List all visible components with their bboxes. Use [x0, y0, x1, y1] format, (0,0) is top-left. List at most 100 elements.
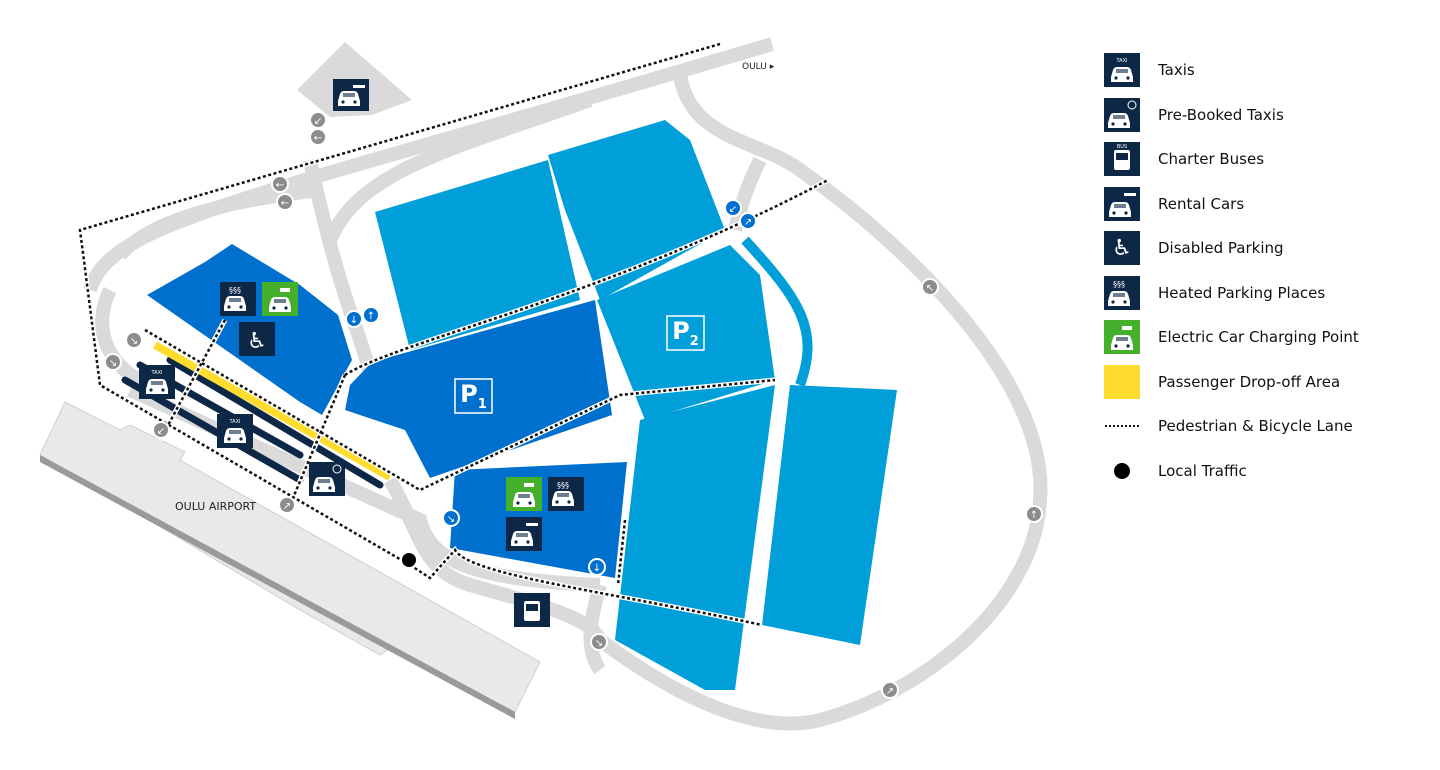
svg-text:↗: ↗ [886, 686, 894, 697]
terminal-shadow [40, 455, 515, 719]
svg-text:§§§: §§§ [229, 286, 241, 295]
svg-text:↘: ↘ [109, 358, 117, 369]
ev-charging-icon [262, 282, 298, 316]
legend-label: Charter Buses [1158, 150, 1265, 169]
svg-text:♿: ♿ [247, 329, 267, 354]
ev-charging-icon [506, 477, 542, 511]
arrow-icon: ↘ [125, 331, 143, 349]
p2-label: P2 [667, 317, 704, 349]
bus-icon [514, 593, 550, 627]
legend-label: Disabled Parking [1158, 239, 1284, 258]
map-icons: §§§ ♿ TAXI TAXI §§§ [139, 79, 584, 627]
arrow-icon: ↖ [921, 278, 939, 296]
legend-item-pedestrian-lane: Pedestrian & Bicycle Lane [1104, 404, 1424, 449]
p2-number: 2 [689, 333, 699, 349]
legend-label: Pedestrian & Bicycle Lane [1158, 417, 1353, 436]
arrow-icon: ← [276, 193, 294, 211]
svg-text:↑: ↑ [367, 311, 375, 322]
p1-label: P1 [455, 380, 492, 412]
svg-text:↙: ↙ [314, 116, 322, 127]
legend-item-charter-buses: BUS Charter Buses [1104, 137, 1424, 182]
direction-text: OULU [742, 62, 767, 72]
arrow-icon: ↗ [278, 496, 296, 514]
p1-sign [454, 378, 493, 414]
svg-text:←: ← [281, 198, 289, 209]
local-traffic-dot [400, 551, 418, 569]
dot-icon [1104, 454, 1140, 488]
prebooked-taxi-icon [309, 462, 345, 496]
wheelchair-icon: ♿ [1104, 231, 1140, 266]
svg-text:§§§: §§§ [1113, 280, 1125, 289]
svg-text:←: ← [314, 133, 322, 144]
arrow-icon: ↙ [152, 421, 170, 439]
dotted-line-icon [1104, 409, 1140, 443]
legend: TAXI Taxis Pre-Booked Taxis BUS Charter Bu… [1104, 48, 1424, 493]
parking-area-p1 [345, 300, 612, 478]
arrow-icon: ← [309, 128, 327, 146]
p2-sign [666, 315, 705, 351]
legend-item-local-traffic: Local Traffic [1104, 449, 1424, 494]
arrow-icon: ↑ [362, 306, 380, 324]
svg-text:↘: ↘ [130, 336, 138, 347]
wheelchair-icon: ♿ [239, 322, 275, 356]
prebooked-taxi-icon [1104, 97, 1140, 132]
svg-text:TAXI: TAXI [1116, 58, 1128, 64]
legend-item-prebooked-taxis: Pre-Booked Taxis [1104, 93, 1424, 138]
bus-icon: BUS [1104, 142, 1140, 177]
ev-charging-icon [1104, 320, 1140, 355]
p1-number: 1 [477, 396, 487, 412]
arrow-icon: ↓ [588, 558, 606, 576]
parking-area-north-east [548, 120, 725, 300]
rental-car-icon [506, 517, 542, 551]
svg-text:↖: ↖ [926, 283, 934, 294]
direction-arrows: ↙ ← ← ← ↘ ↘ ↙ ↗ ↘ ↗ ↑ ↖ ↓ ↑ ↙ ↗ ↘ ↓ [104, 111, 1043, 699]
svg-text:↓: ↓ [593, 563, 601, 574]
arrow-icon: ↙ [309, 111, 327, 129]
svg-text:↘: ↘ [595, 638, 603, 649]
p1-letter: P [460, 380, 478, 408]
dropoff-area [153, 341, 392, 481]
legend-item-ev-charging: Electric Car Charging Point [1104, 315, 1424, 360]
arrow-icon: ↘ [104, 353, 122, 371]
rental-car-icon [333, 79, 369, 111]
legend-item-rental-cars: Rental Cars [1104, 182, 1424, 227]
arrow-icon: ↗ [739, 212, 757, 230]
direction-label-oulu: OULU ▸ [742, 62, 775, 72]
svg-text:↙: ↙ [729, 204, 737, 215]
legend-item-taxis: TAXI Taxis [1104, 48, 1424, 93]
taxi-icon: TAXI [217, 414, 253, 448]
parking-area-p2 [597, 245, 775, 420]
svg-text:BUS: BUS [1117, 144, 1127, 150]
legend-label: Electric Car Charging Point [1158, 328, 1359, 347]
arrow-icon: ↓ [345, 310, 363, 328]
heated-parking-icon: §§§ [548, 477, 584, 511]
arrow-icon: ↘ [590, 633, 608, 651]
svg-text:TAXI: TAXI [229, 419, 241, 425]
svg-text:←: ← [276, 180, 284, 191]
rental-car-icon [1104, 186, 1140, 221]
taxi-icon: TAXI [1104, 53, 1140, 88]
legend-label: Pre-Booked Taxis [1158, 105, 1284, 124]
parking-area-east [762, 385, 897, 645]
svg-text:↘: ↘ [447, 514, 455, 525]
legend-label: Taxis [1158, 61, 1195, 80]
heated-parking-icon: §§§ [1104, 275, 1140, 310]
heated-parking-icon: §§§ [220, 282, 256, 316]
legend-label: Heated Parking Places [1158, 283, 1326, 302]
parking-area-south [615, 385, 775, 690]
svg-text:↗: ↗ [283, 501, 291, 512]
dropoff-swatch [1104, 364, 1140, 399]
legend-item-heated-parking: §§§ Heated Parking Places [1104, 271, 1424, 316]
svg-text:↙: ↙ [157, 426, 165, 437]
svg-text:TAXI: TAXI [151, 370, 163, 376]
arrow-icon: ↙ [724, 199, 742, 217]
legend-item-disabled-parking: ♿ Disabled Parking [1104, 226, 1424, 271]
legend-label: Rental Cars [1158, 194, 1245, 213]
roads [83, 37, 1048, 731]
terminal-label: OULU AIRPORT [175, 500, 257, 513]
pedestrian-lanes [77, 41, 830, 628]
svg-text:↑: ↑ [1030, 510, 1038, 521]
parking-area-north-west [375, 160, 580, 350]
